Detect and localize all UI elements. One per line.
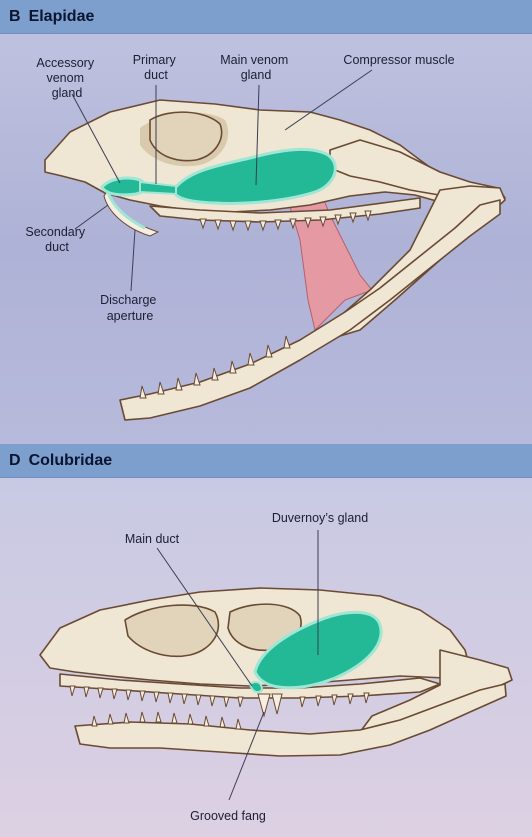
label-primary-duct: Primary duct — [133, 53, 180, 82]
lower-teeth — [91, 711, 242, 730]
label-main-venom-gland: Main venom gland — [220, 53, 292, 82]
label-main-duct: Main duct — [125, 532, 180, 546]
upper-teeth — [69, 685, 370, 708]
main-venom-gland — [172, 147, 337, 205]
upper-teeth — [199, 210, 372, 232]
lower-jaw — [119, 199, 501, 421]
panel-title: Colubridae — [28, 451, 113, 469]
primary-duct — [139, 180, 177, 196]
panel-title: Elapidae — [28, 7, 95, 25]
panel-letter: D — [9, 451, 21, 469]
panel-header: D Colubridae — [0, 444, 532, 478]
secondary-duct — [106, 191, 146, 230]
panel-colubridae: D Colubridae — [0, 444, 532, 837]
label-compressor-muscle: Compressor muscle — [343, 53, 454, 67]
panel-letter: B — [9, 7, 21, 25]
lower-teeth — [139, 335, 291, 399]
colubrid-skull-illustration: Duvernoy’s gland Main duct Grooved fang — [39, 511, 513, 823]
label-grooved-fang: Grooved fang — [190, 809, 266, 823]
grooved-fang — [257, 693, 271, 718]
panel-elapidae: B Elapidae — [0, 0, 532, 444]
lower-jaw — [74, 683, 507, 757]
main-duct — [248, 681, 264, 693]
label-discharge-aperture: Discharge aperture — [100, 293, 160, 323]
panel-header: B Elapidae — [0, 0, 532, 34]
elapid-skull-illustration: Accessory venom gland Primary duct Main … — [25, 53, 506, 421]
label-secondary-duct: Secondary duct — [25, 225, 88, 254]
label-accessory-venom-gland: Accessory venom gland — [36, 56, 97, 100]
label-duvernoys-gland: Duvernoy’s gland — [272, 511, 368, 525]
